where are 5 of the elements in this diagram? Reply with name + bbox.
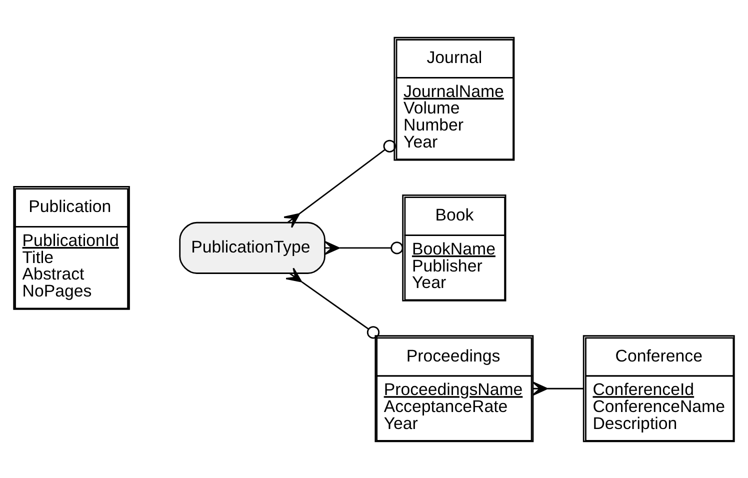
connector [532,381,584,396]
node-box: PublicationType [179,221,326,274]
connector [283,139,396,228]
connector [285,267,380,338]
connector [324,240,404,254]
